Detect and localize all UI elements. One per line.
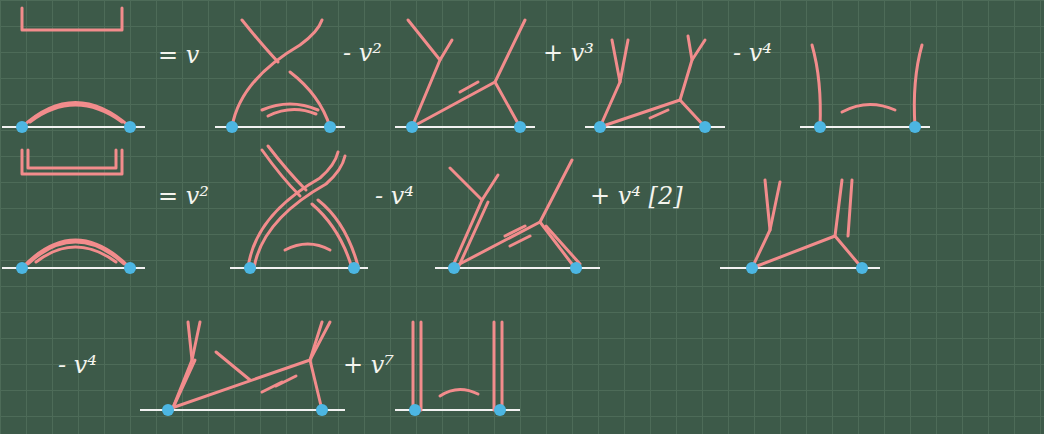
coefficient-label: - v⁴	[375, 183, 414, 209]
coefficient-label: - v²	[343, 40, 382, 66]
row-3-figures	[140, 322, 520, 416]
coefficient-label: = v²	[158, 183, 209, 209]
row-2-figures	[2, 146, 880, 274]
coefficient-label: = v	[158, 42, 199, 68]
coefficient-label: + v³	[543, 40, 594, 66]
coefficient-label: + v⁷	[343, 352, 394, 378]
row-1-figures	[2, 8, 930, 133]
coefficient-label: - v⁴	[733, 40, 772, 66]
coefficient-label: - v⁴	[58, 352, 97, 378]
coefficient-label: + v⁴ [2]	[590, 183, 683, 209]
